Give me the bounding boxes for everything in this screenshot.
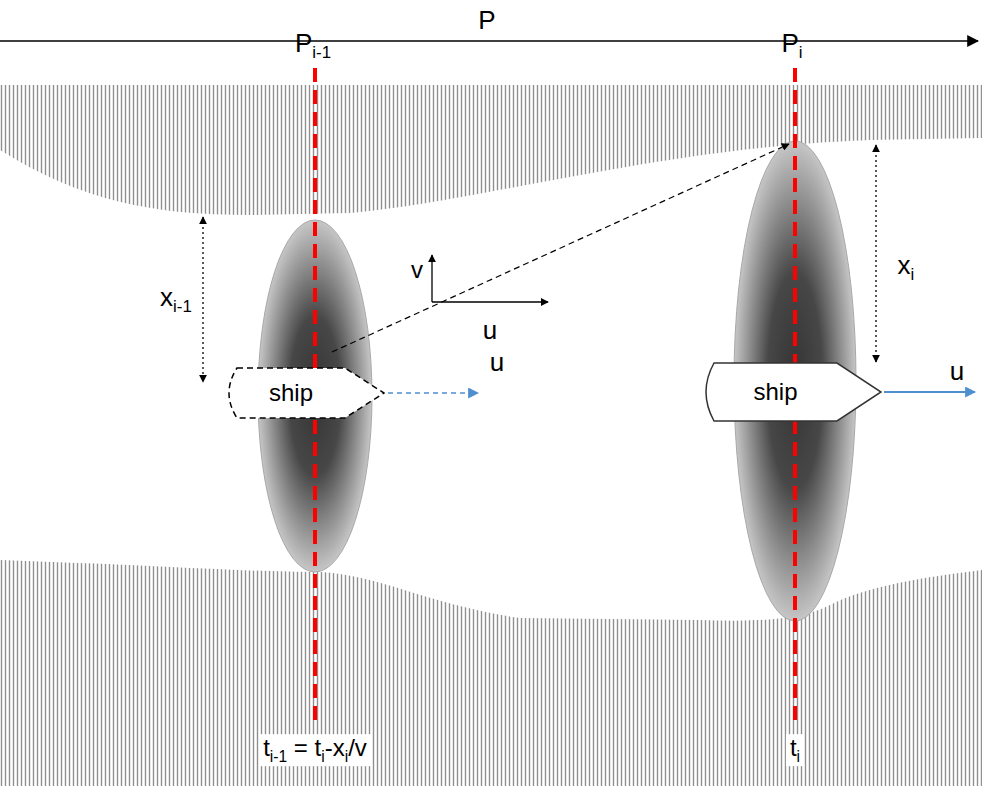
ship-speed-arrow-right [884, 391, 975, 393]
math-label: xi [898, 251, 915, 285]
velocity-u-arrow [432, 301, 548, 302]
distance-arrow-left [202, 217, 203, 382]
math-label: u [490, 348, 504, 377]
velocity-v-arrow [431, 255, 432, 302]
ship-shape: ship [225, 367, 385, 419]
math-label: u [483, 316, 497, 345]
math-label: Pi [781, 29, 802, 63]
math-label: P [478, 6, 495, 35]
distance-arrow-right [875, 145, 876, 362]
wave-path-arrow [332, 144, 789, 352]
ship-hull [706, 363, 881, 421]
ship-label: ship [753, 379, 797, 405]
math-label: ti [786, 734, 804, 766]
top-bank [0, 85, 982, 215]
ship-shape: ship [702, 362, 882, 422]
math-label: u [950, 357, 964, 386]
math-label: Pi-1 [295, 29, 331, 63]
ship-speed-arrow-left [388, 392, 478, 394]
math-label: ti-1 = ti-xi/v [259, 734, 371, 766]
math-label: v [411, 257, 423, 283]
bottom-bank [0, 560, 982, 786]
ship-hull [229, 368, 384, 418]
ship-label: ship [269, 380, 313, 406]
p-axis-arrow [0, 40, 978, 42]
math-label: xi-1 [160, 283, 192, 317]
